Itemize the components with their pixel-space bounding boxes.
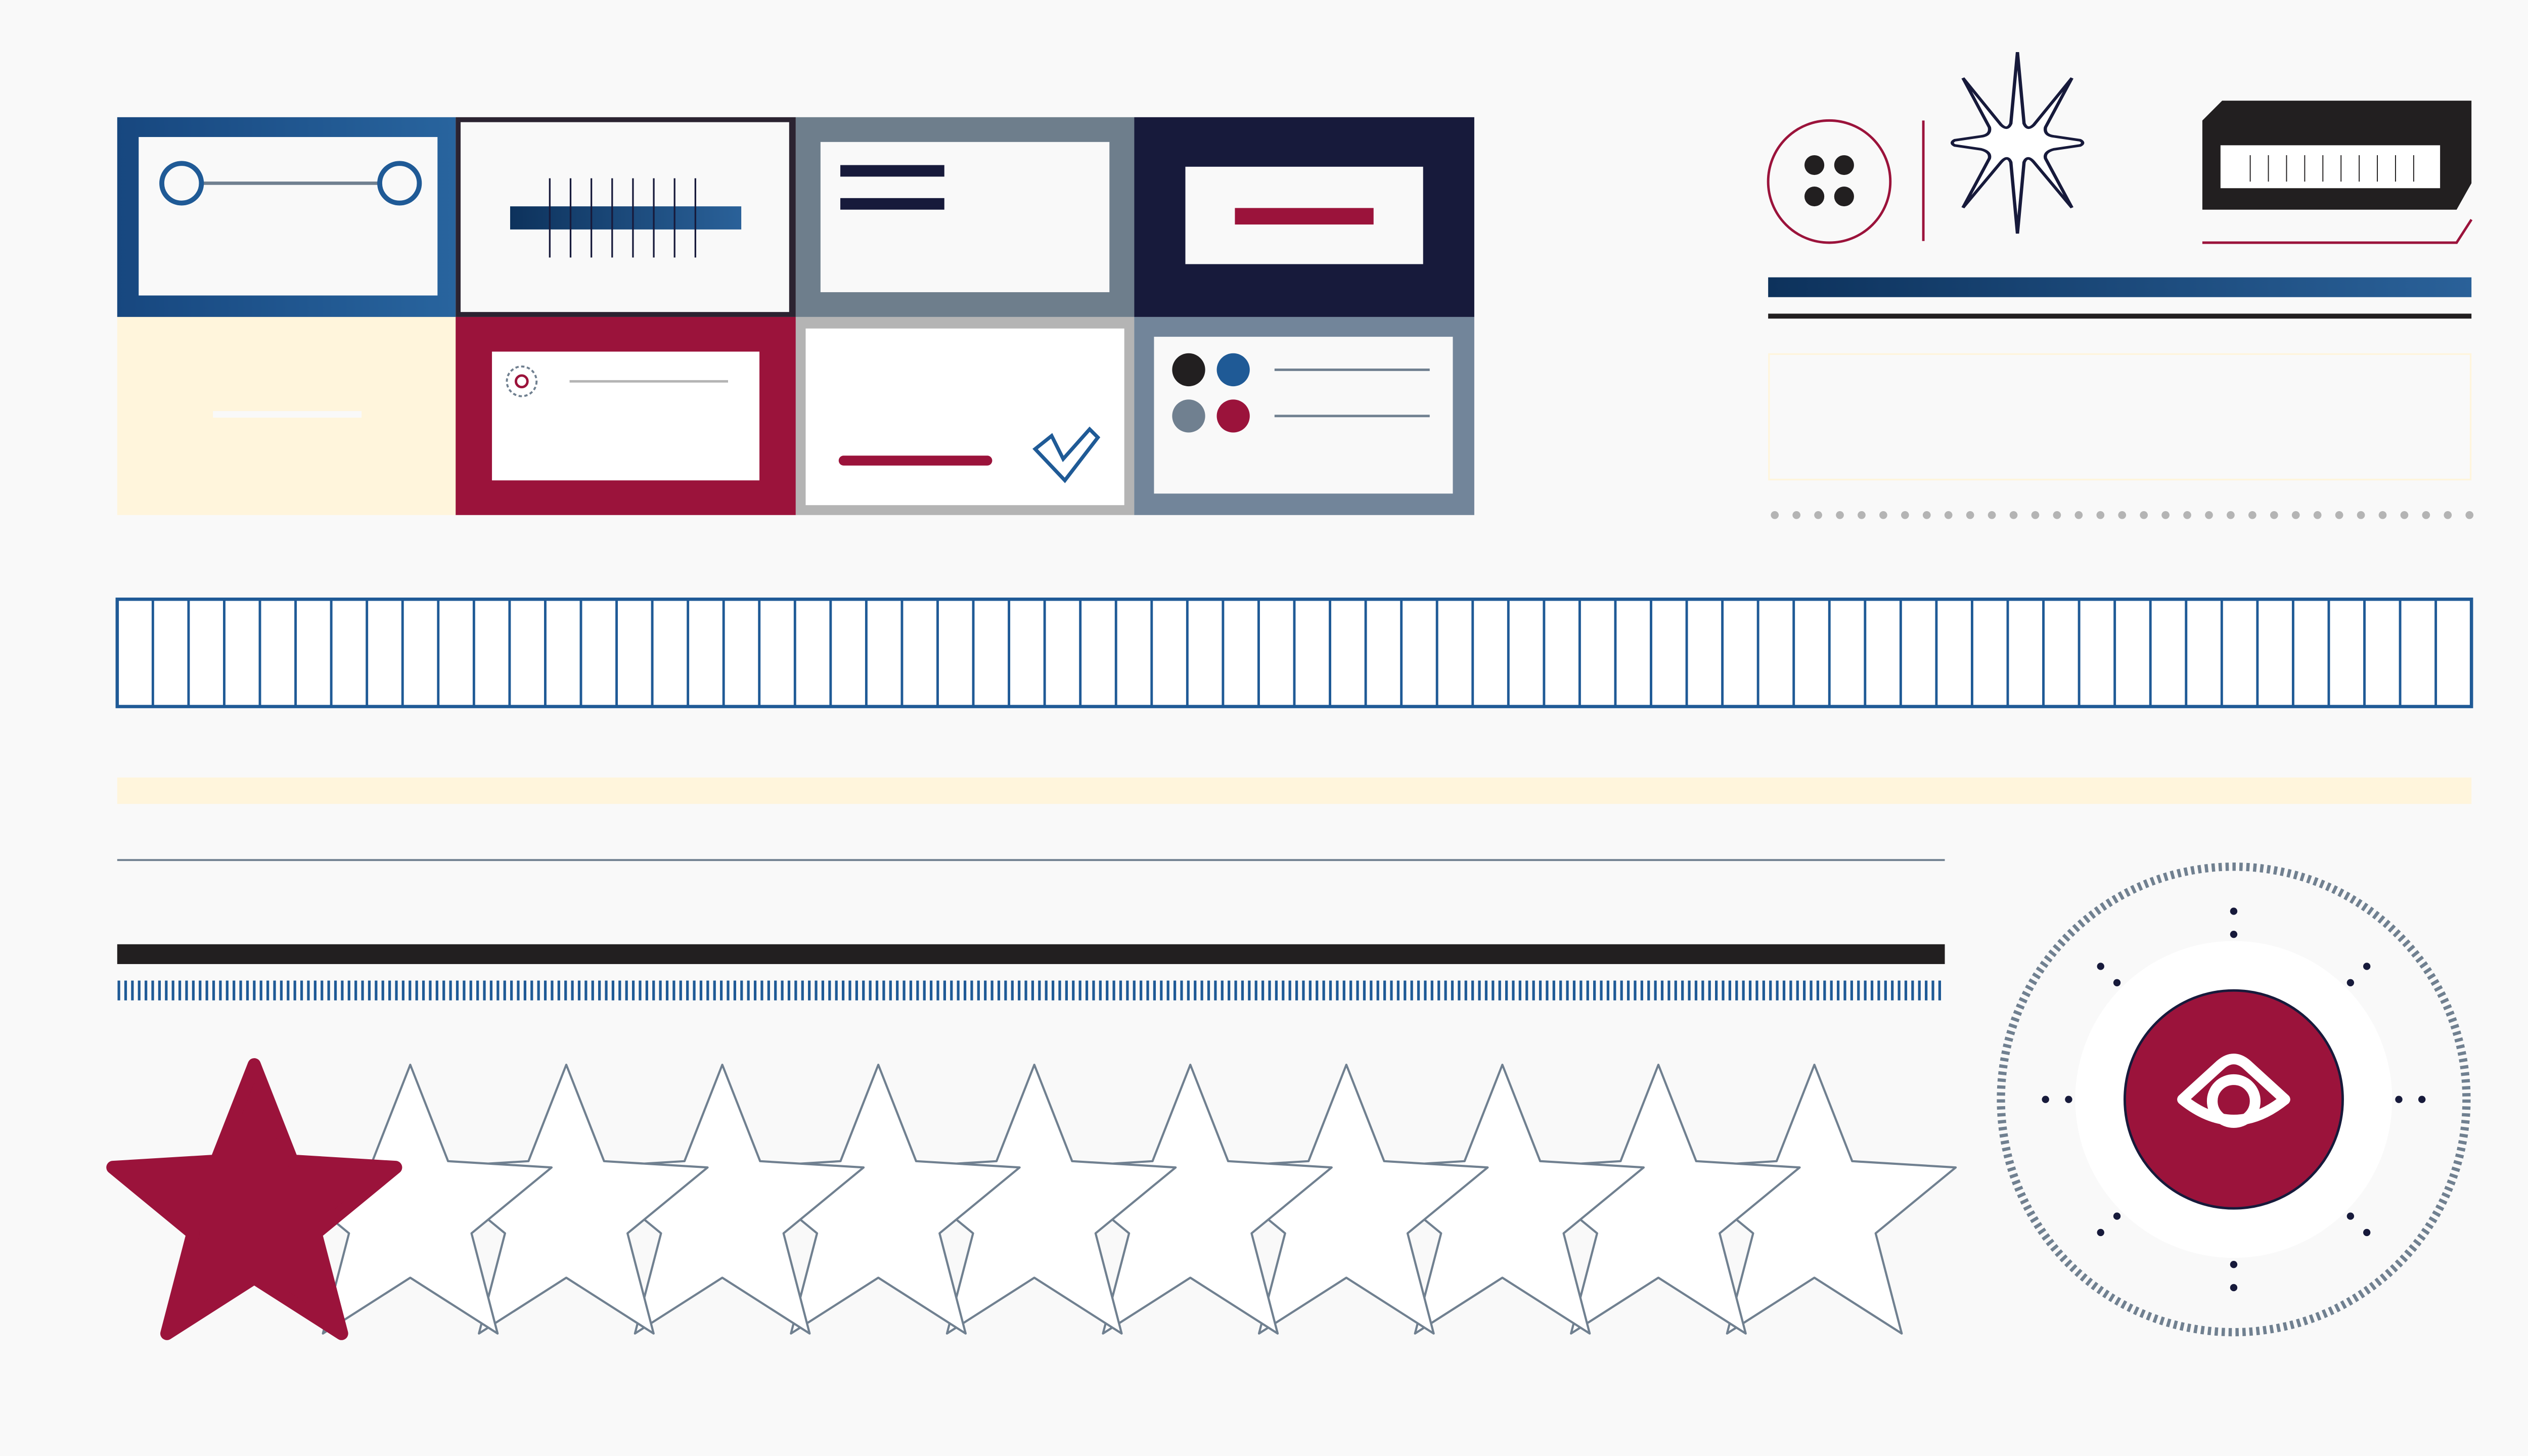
dot [2161,511,2170,519]
dial-dot [2230,1284,2238,1292]
dot [2140,511,2148,519]
dial-dot [2230,907,2238,915]
dot [2422,511,2430,519]
thick-rule [117,944,1945,964]
ruler[interactable] [115,598,2473,708]
dot [2444,511,2452,519]
checkmark-icon [1032,426,1101,483]
tile-slider[interactable] [117,117,456,317]
minus-icon [1235,208,1374,225]
dot [1922,511,1931,519]
dot [2465,511,2474,519]
dot [2031,511,2040,519]
dot [1792,511,1800,519]
dial-dot [2230,1261,2238,1268]
dot [2270,511,2278,519]
dot-row [1771,511,2474,519]
dot [2291,511,2300,519]
sparkle-icon [1951,52,2085,234]
dial-dot [2346,1212,2355,1220]
dial-dot [2363,963,2371,970]
dot [1771,511,1779,519]
black-rule [1768,313,2472,319]
star-rating[interactable] [106,1058,1957,1340]
dial-dot [2395,1096,2403,1103]
dial-dot [2097,963,2104,970]
button-icon[interactable] [1767,119,1892,244]
dot [2400,511,2409,519]
dot [1858,511,1866,519]
dot [2248,511,2256,519]
dot [2357,511,2365,519]
dot [1988,511,1996,519]
tile-grid [117,117,1474,515]
empty-panel [1768,353,2472,481]
dial-dot [2346,979,2355,986]
dot [1879,511,1887,519]
dot [2096,511,2105,519]
dot [2053,511,2061,519]
dot [2009,511,2018,519]
tile-menu[interactable] [795,117,1135,317]
dot [1836,511,1844,519]
dot [2313,511,2322,519]
dial-dot [2363,1228,2371,1237]
dot [1814,511,1822,519]
dot [2074,511,2083,519]
dot [1966,511,1974,519]
cream-strip [117,777,2472,804]
slider-icon [159,161,422,206]
dot [2335,511,2343,519]
star-filled[interactable] [106,1058,402,1340]
dot [1944,511,1953,519]
dial-dot [2097,1228,2104,1237]
dot [2227,511,2235,519]
tile-cream[interactable] [117,316,456,515]
battery-icon [2202,101,2473,244]
dot [2118,511,2127,519]
gradient-bar [1768,277,2472,297]
tile-minus[interactable] [1134,117,1474,317]
menu-icon [840,165,944,210]
eye-icon [2177,1054,2290,1128]
dial-dot [2230,930,2238,938]
dot [1901,511,1909,519]
barcode-icon [510,178,742,258]
color-palette-icon [1172,353,1250,433]
dial-dot [2113,1212,2121,1220]
dial-dot [2418,1096,2426,1103]
gear-icon [506,365,538,397]
dial-dot [2042,1096,2049,1103]
tile-check[interactable] [795,316,1135,515]
eye-dial[interactable] [1997,862,2471,1337]
tick-strip [117,980,1942,1000]
dial-dot [2065,1096,2072,1103]
dot [2378,511,2387,519]
dot [2205,511,2213,519]
dial-dot [2113,979,2121,986]
tile-palette[interactable] [1134,316,1474,515]
tile-settings[interactable] [456,316,796,515]
dot [2183,511,2191,519]
tile-barcode[interactable] [456,117,796,317]
